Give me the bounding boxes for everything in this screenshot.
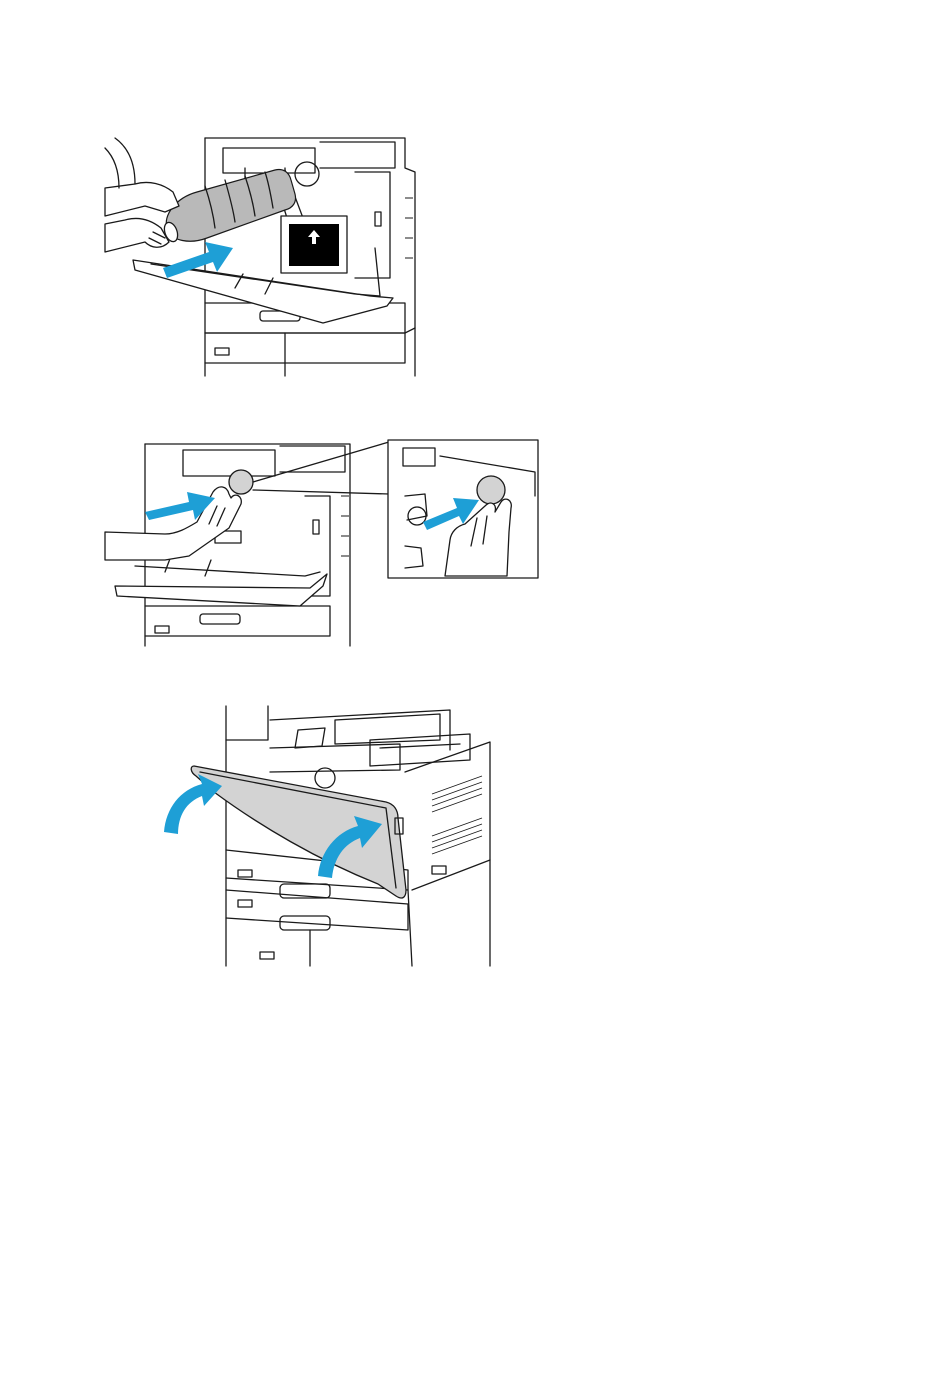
cartridge-end — [229, 470, 253, 494]
hand — [105, 487, 241, 560]
close-direction-arrow-left — [164, 774, 222, 834]
figure-close-front-door — [150, 700, 495, 966]
figure-insert-toner-cartridge — [105, 128, 420, 376]
printer-illustration — [105, 436, 540, 646]
figure-push-cartridge — [105, 436, 540, 646]
printer-illustration — [105, 128, 420, 376]
toner-cartridge — [162, 169, 296, 243]
printer-illustration — [150, 700, 495, 966]
